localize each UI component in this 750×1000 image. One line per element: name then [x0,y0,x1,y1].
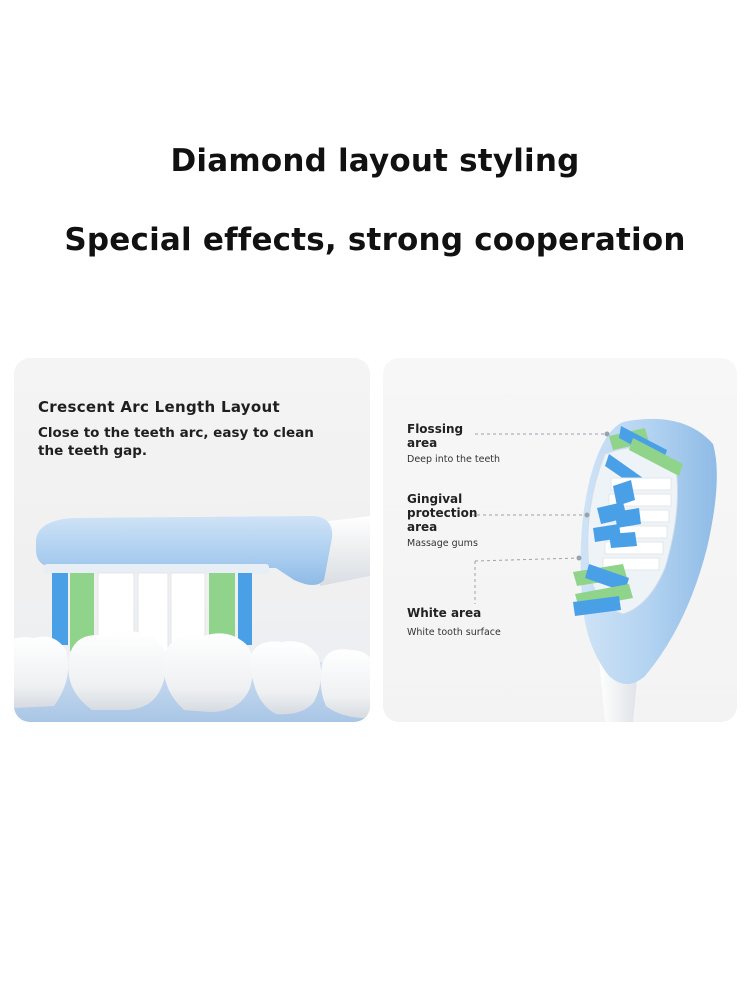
label-leaders [471,433,607,604]
bristle-tufts [573,426,683,616]
brush-zones-card: Flossing area Deep into the teeth Gingiv… [383,358,737,722]
flossing-area-label: Flossing area [407,422,464,450]
crescent-layout-card: Crescent Arc Length Layout Close to the … [14,358,370,722]
gingival-protection-label: Gingival protection area [407,492,478,534]
crescent-layout-description: Close to the teeth arc, easy to clean th… [38,425,314,459]
bristle-base [44,564,269,574]
headline-title: Diamond layout styling [170,143,580,179]
brush-head-zones-illustration [471,418,717,722]
headline-subtitle: Special effects, strong cooperation [64,222,686,258]
crescent-layout-title: Crescent Arc Length Layout [38,398,280,416]
white-area-note: White tooth surface [407,627,501,638]
white-area-label: White area [407,606,482,620]
teeth-row [14,631,370,719]
gingival-protection-note: Massage gums [407,538,478,549]
flossing-area-note: Deep into the teeth [407,454,501,465]
brush-over-teeth-illustration [14,516,370,722]
